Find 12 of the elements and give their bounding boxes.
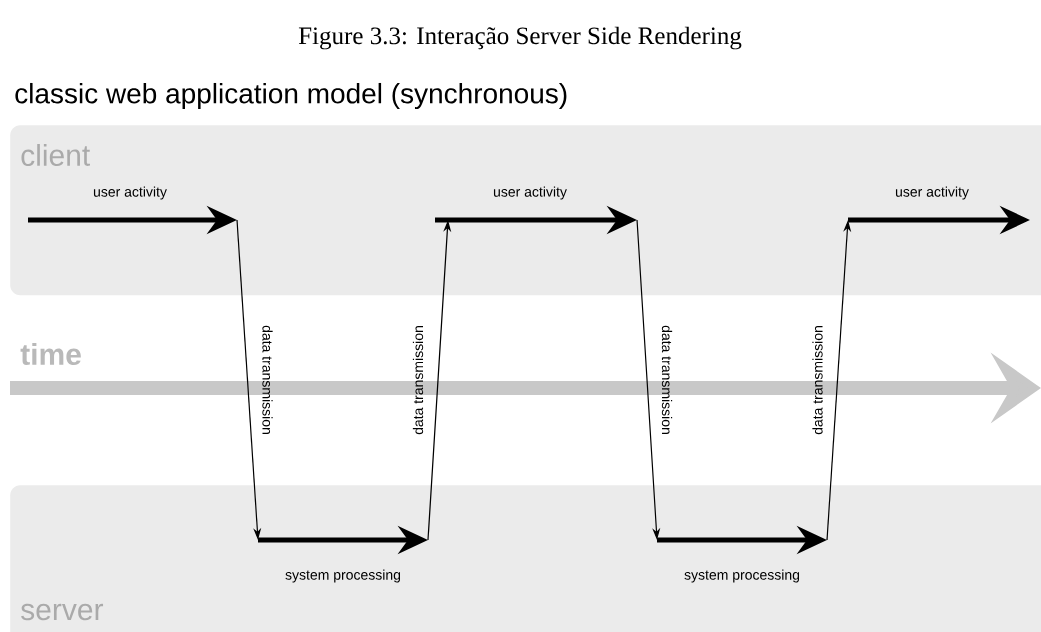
edge-label: data transmission (661, 325, 673, 434)
arrow-label: user activity (93, 186, 167, 200)
edge-label: data transmission (412, 326, 424, 435)
arrow-label: system processing (285, 569, 401, 583)
arrow-label: system processing (684, 569, 800, 583)
time-label: time (20, 343, 81, 366)
caption: Figure 3.3: Interação Server Side Rendering (298, 26, 742, 50)
edge-label: data transmission (812, 326, 823, 435)
heading: classic web application model (synchronous) (15, 82, 567, 110)
edge-label: data transmission (262, 325, 273, 434)
arrow-label: user activity (493, 186, 567, 200)
arrow-label: user activity (895, 186, 969, 200)
